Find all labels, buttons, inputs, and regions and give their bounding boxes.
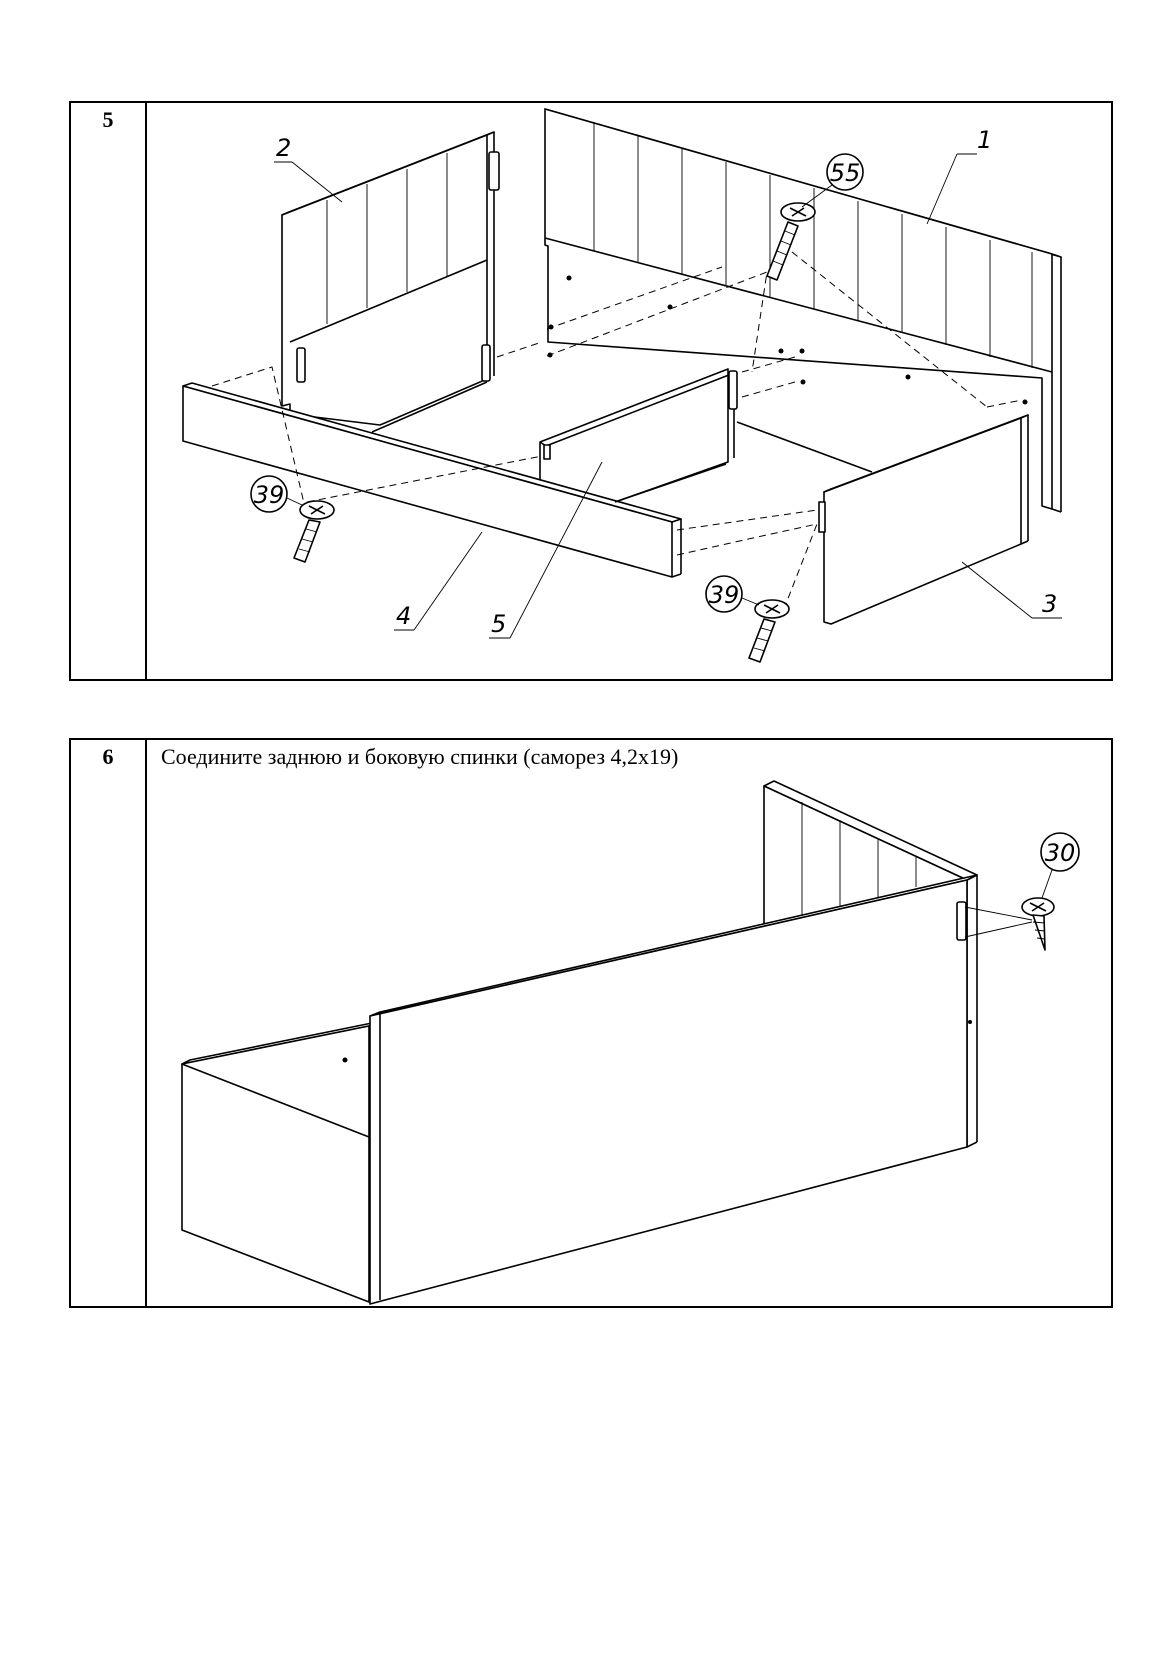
front-rail bbox=[182, 382, 682, 578]
middle-rail bbox=[539, 368, 738, 503]
svg-text:2: 2 bbox=[276, 134, 291, 162]
part-label-3: 3 bbox=[961, 561, 1062, 619]
screw-icon bbox=[964, 897, 1055, 951]
svg-text:55: 55 bbox=[830, 159, 861, 187]
step-5-number-cell: 5 bbox=[71, 103, 147, 679]
callout-39-right: 39 bbox=[705, 575, 760, 613]
svg-text:4: 4 bbox=[396, 602, 411, 630]
step-5-number: 5 bbox=[102, 107, 114, 132]
callout-39-left: 39 bbox=[250, 475, 303, 513]
end-panel bbox=[818, 414, 1029, 625]
step-6-instruction: Соедините заднюю и боковую спинки (самор… bbox=[161, 744, 679, 769]
callout-55: 55 bbox=[801, 153, 864, 208]
bolt-icon bbox=[748, 599, 790, 663]
step-5-panel: 5 bbox=[69, 101, 1113, 681]
step-6-panel: 6 Соедините заднюю и боковую спинки (сам… bbox=[69, 738, 1113, 1308]
step-6-content: Соедините заднюю и боковую спинки (самор… bbox=[147, 740, 1111, 1306]
svg-text:1: 1 bbox=[977, 126, 992, 154]
side-panel-left bbox=[281, 131, 500, 426]
assembly-paths bbox=[211, 251, 1023, 615]
svg-text:5: 5 bbox=[491, 610, 506, 638]
step-6-number: 6 bbox=[102, 744, 114, 769]
callout-30: 30 bbox=[1040, 832, 1080, 899]
side-panel bbox=[369, 874, 978, 1305]
svg-text:3: 3 bbox=[1042, 590, 1057, 618]
bolt-icon bbox=[293, 500, 335, 563]
bolt-icon bbox=[766, 202, 816, 281]
svg-text:30: 30 bbox=[1045, 839, 1076, 867]
part-label-2: 2 bbox=[274, 134, 343, 203]
svg-text:39: 39 bbox=[709, 581, 740, 609]
end-panel bbox=[181, 1021, 378, 1303]
part-label-4: 4 bbox=[394, 531, 483, 631]
step-6-number-cell: 6 bbox=[71, 740, 147, 1306]
step-6-assembly-diagram: 30 bbox=[181, 780, 1080, 1305]
part-label-5: 5 bbox=[489, 461, 603, 639]
step-5-content: 55 39 39 1 2 3 bbox=[147, 103, 1111, 679]
part-label-1: 1 bbox=[926, 126, 992, 225]
svg-text:39: 39 bbox=[254, 481, 285, 509]
step-5-assembly-diagram: 55 39 39 1 2 3 bbox=[182, 108, 1062, 663]
